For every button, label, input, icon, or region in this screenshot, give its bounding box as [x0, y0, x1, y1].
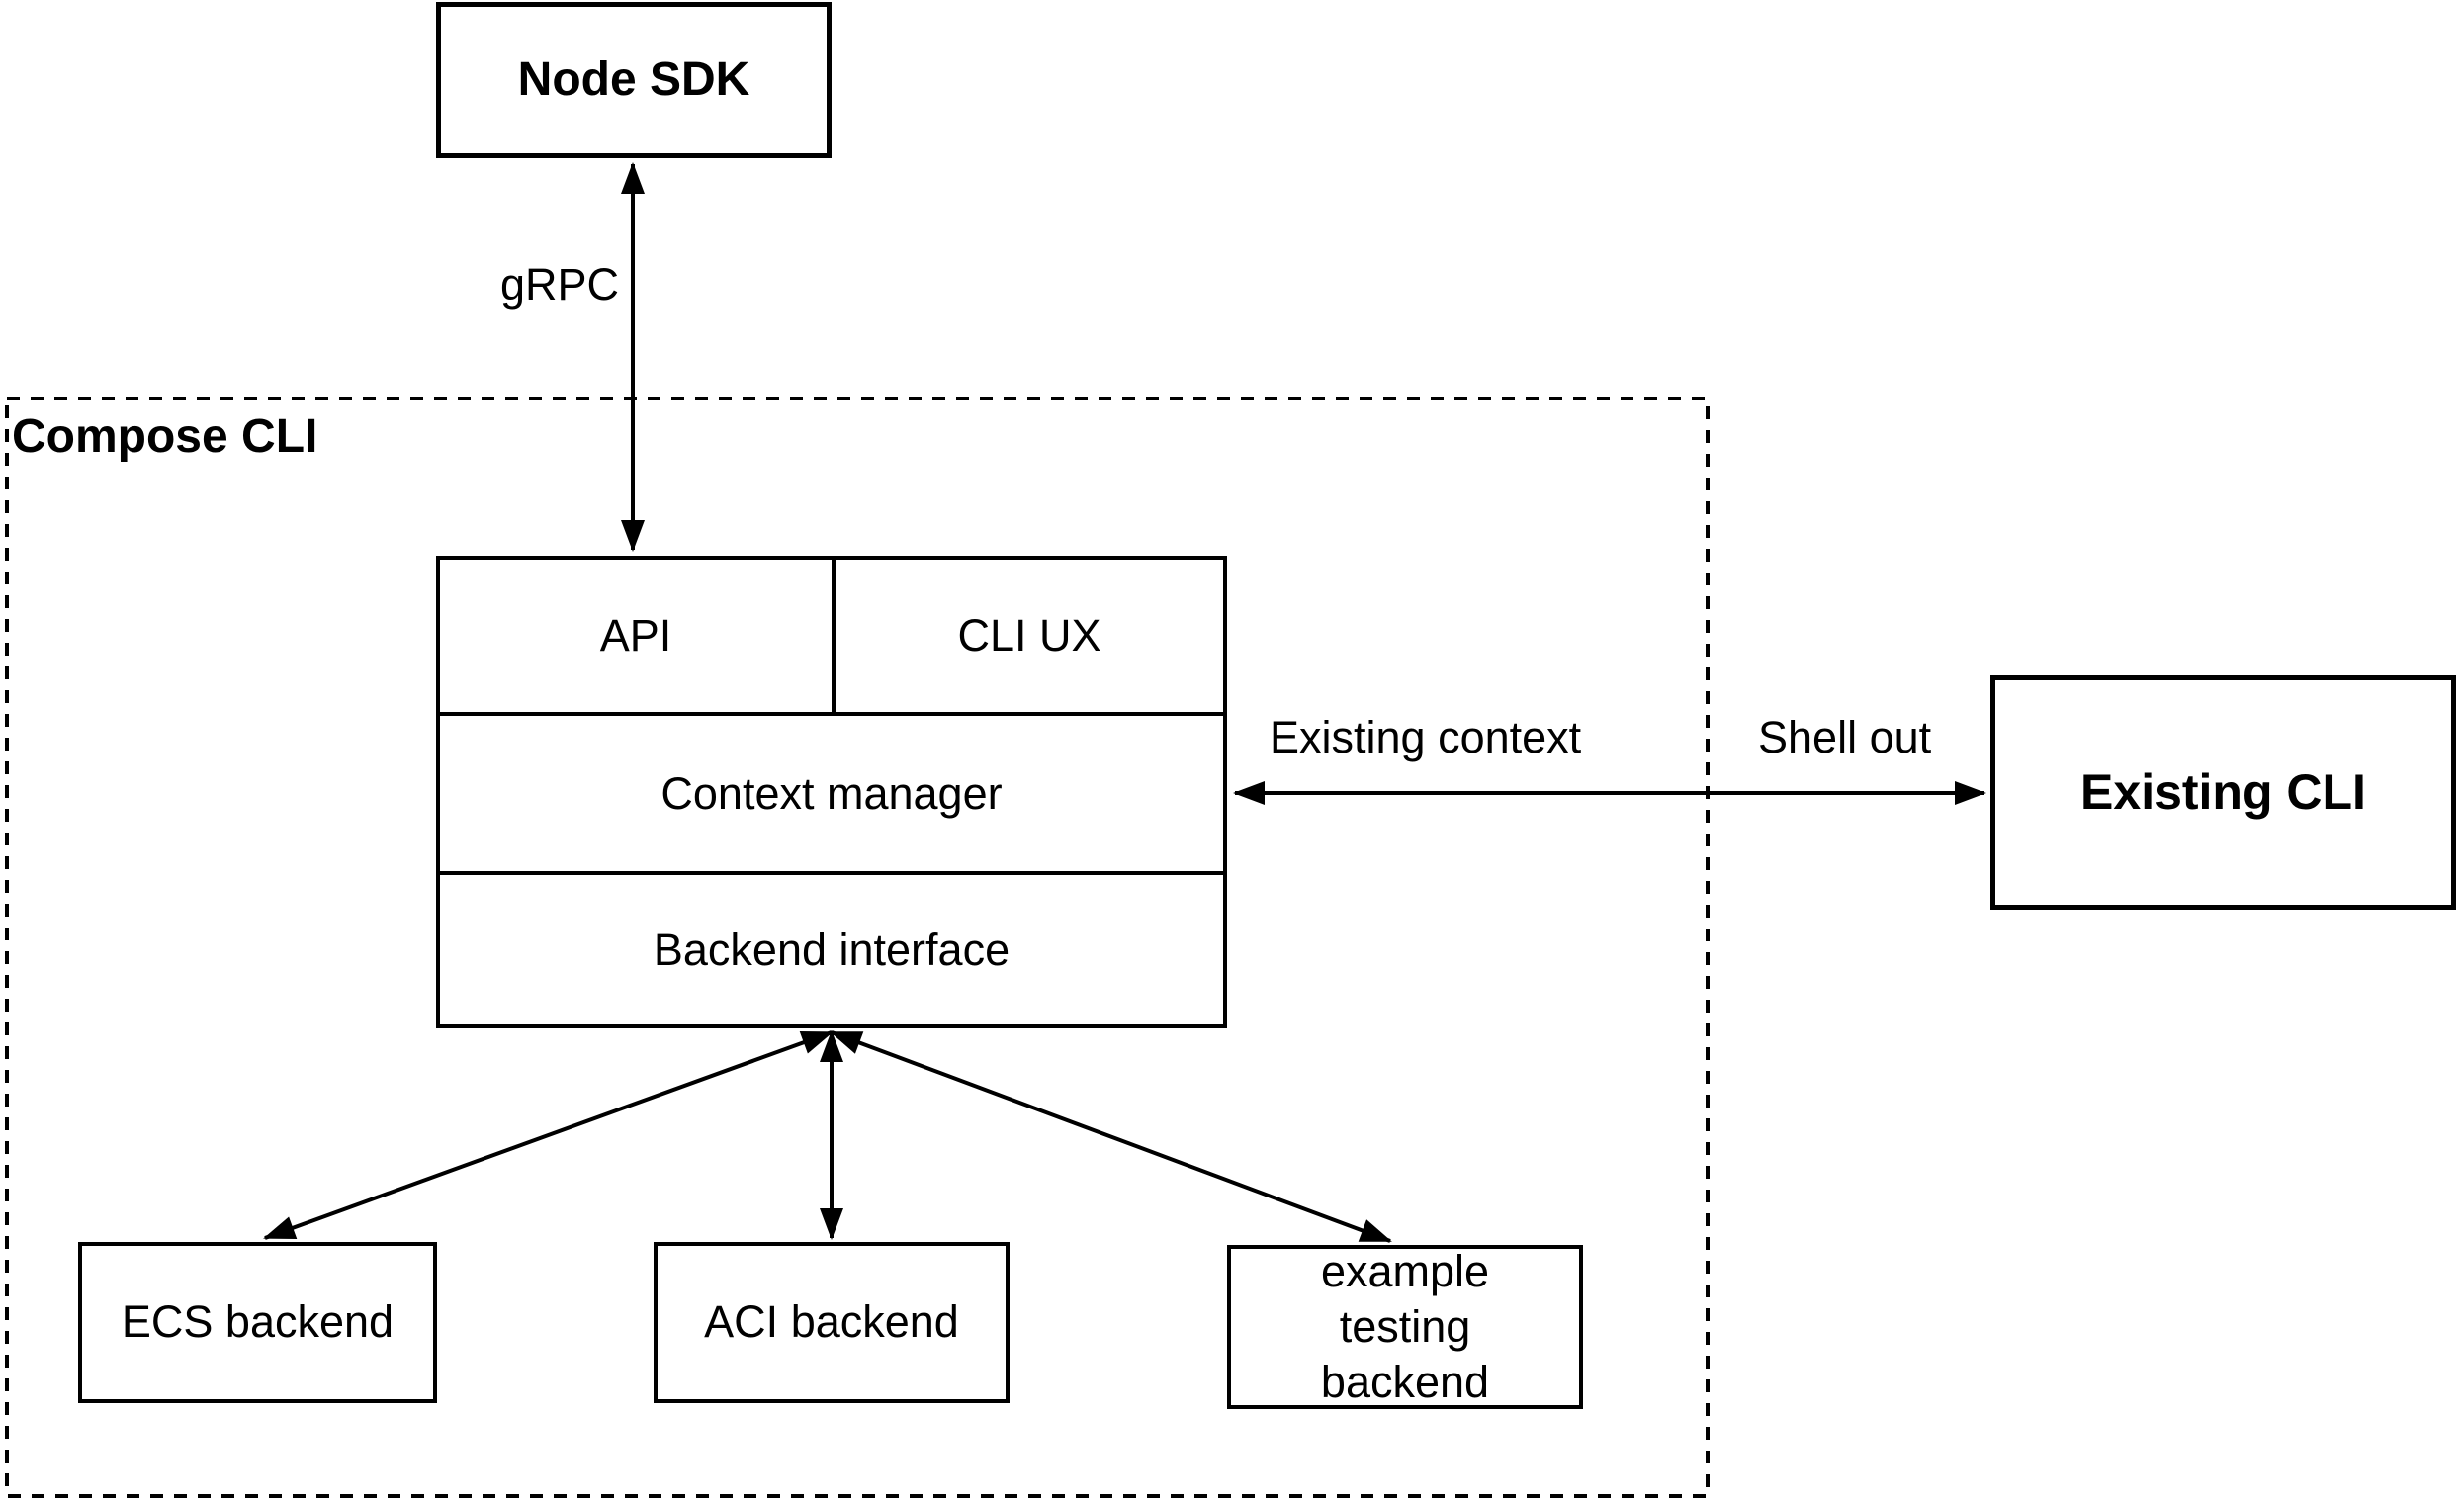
existing-cli-box: Existing CLI — [1990, 675, 2456, 910]
shell-out-edge-label: Shell out — [1752, 712, 1938, 763]
backend-interface-label: Backend interface — [653, 924, 1011, 975]
backend-ecs-arrow — [263, 1030, 834, 1240]
context-manager-label: Context manager — [660, 767, 1003, 819]
backend-example-arrow — [830, 1030, 1392, 1243]
ecs-backend-label: ECS backend — [121, 1296, 395, 1348]
api-cell: API — [440, 560, 832, 712]
stack-divider-2 — [440, 871, 1223, 875]
ecs-backend-box: ECS backend — [78, 1242, 437, 1403]
existing-cli-label: Existing CLI — [2080, 764, 2366, 821]
context-manager-cell: Context manager — [440, 716, 1223, 871]
cli-ux-cell: CLI UX — [836, 560, 1223, 712]
cli-ux-label: CLI UX — [957, 610, 1101, 661]
compose-cli-label: Compose CLI — [12, 410, 318, 463]
example-testing-backend-box: example testing backend — [1227, 1245, 1583, 1409]
api-cliux-divider — [832, 560, 836, 712]
compose-core-box: API CLI UX Context manager Backend inter… — [436, 556, 1227, 1028]
node-sdk-label: Node SDK — [517, 53, 750, 106]
api-label: API — [599, 610, 672, 661]
aci-backend-box: ACI backend — [654, 1242, 1010, 1403]
grpc-edge-label: gRPC — [494, 259, 626, 310]
example-testing-backend-label: example testing backend — [1320, 1245, 1490, 1408]
node-sdk-box: Node SDK — [436, 2, 832, 158]
stack-divider-1 — [440, 712, 1223, 716]
aci-backend-label: ACI backend — [704, 1296, 959, 1348]
existing-context-edge-label: Existing context — [1264, 712, 1588, 763]
backend-interface-cell: Backend interface — [440, 875, 1223, 1024]
